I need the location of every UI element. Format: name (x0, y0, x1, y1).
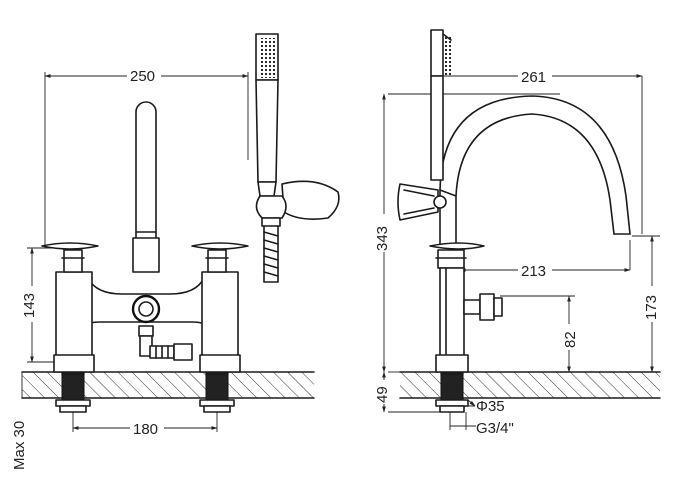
dim-side-width: 261 (521, 69, 546, 86)
dim-front-width: 250 (130, 68, 155, 85)
side-deck (399, 371, 661, 399)
side-spout (439, 95, 631, 247)
dim-below-deck: 49 (374, 386, 391, 403)
front-right-handle (191, 242, 249, 273)
dim-spout-height: 173 (643, 295, 660, 320)
dim-outlet-height: 82 (562, 331, 579, 348)
front-hand-shower (255, 33, 340, 283)
side-shank (435, 371, 469, 413)
dim-spout-reach: 213 (521, 263, 546, 280)
dim-front-height: 143 (21, 293, 38, 318)
front-body (53, 271, 241, 373)
front-spout (132, 101, 160, 273)
dim-max-deck: Max 30 (11, 421, 28, 470)
front-view: 250 143 180 Max 30 (11, 33, 340, 470)
front-shanks (55, 371, 235, 413)
side-body (435, 267, 503, 373)
side-holder (397, 183, 447, 221)
dim-shank-diameter: Φ35 (476, 398, 505, 415)
dim-thread: G3/4" (476, 420, 514, 437)
front-hose-outlet (138, 325, 193, 361)
front-left-handle (41, 242, 99, 273)
side-handle (429, 242, 485, 269)
dim-front-centers: 180 (133, 421, 158, 438)
dim-side-height: 343 (374, 226, 391, 251)
side-hand-shower (430, 29, 452, 181)
side-view: 261 343 49 213 173 82 Φ35 G3/4" (370, 29, 662, 437)
